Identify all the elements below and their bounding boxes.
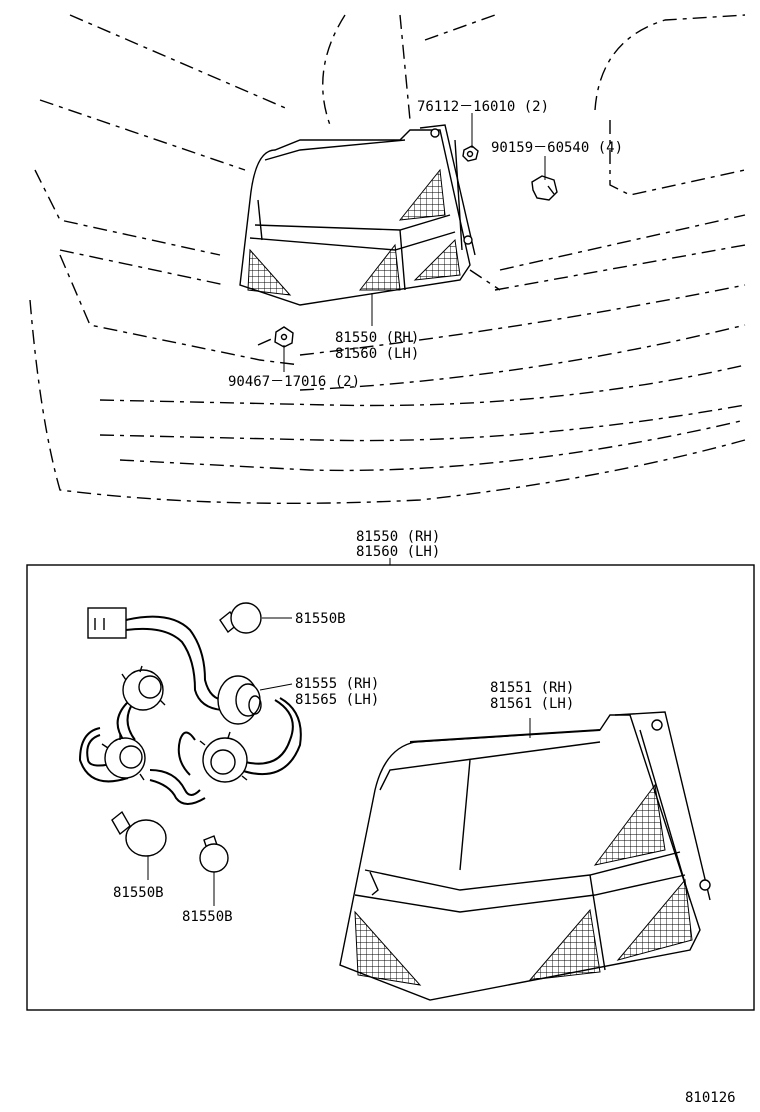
part-label-lamp-lh: 81560 (LH) [335, 346, 419, 362]
clip-icon [462, 145, 479, 162]
nut-icon [274, 326, 294, 348]
socket-icon [101, 734, 146, 781]
leader-lines-lower [147, 617, 531, 906]
detail-box [26, 564, 755, 1011]
part-label-nut: 90467－17016 (2) [228, 374, 360, 390]
leader-lines-upper [257, 113, 546, 372]
socket-icon [199, 731, 248, 783]
part-label-lens-rh: 81551 (RH) [490, 680, 574, 696]
grommet-icon [217, 675, 262, 725]
part-label-clip: 76112－16010 (2) [417, 99, 549, 115]
connector-icon [87, 607, 127, 639]
screw-icon [531, 175, 558, 201]
part-label-bulb: 81550B [113, 885, 164, 901]
bulb-icon [219, 602, 262, 634]
detail-header-rh: 81550 (RH) [356, 529, 440, 545]
part-label-lens-lh: 81561 (LH) [490, 696, 574, 712]
part-label-socket-rh: 81555 (RH) [295, 676, 379, 692]
bulb-icon [199, 835, 229, 873]
wiring-harness [78, 607, 302, 805]
part-label-screw: 90159－60540 (4) [491, 140, 623, 156]
bulb-icon [111, 810, 167, 857]
socket-icon [121, 665, 166, 711]
figure-id: 810126 [685, 1090, 736, 1106]
part-label-socket-lh: 81565 (LH) [295, 692, 379, 708]
part-label-bulb: 81550B [182, 909, 233, 925]
part-label-lamp-rh: 81550 (RH) [335, 330, 419, 346]
rear-lamp-assembly-installed [239, 124, 476, 306]
detail-header-lh: 81560 (LH) [356, 544, 440, 560]
vehicle-body-outline [29, 14, 746, 505]
part-label-bulb: 81550B [295, 611, 346, 627]
rear-lamp-lens-exploded [339, 711, 711, 1001]
